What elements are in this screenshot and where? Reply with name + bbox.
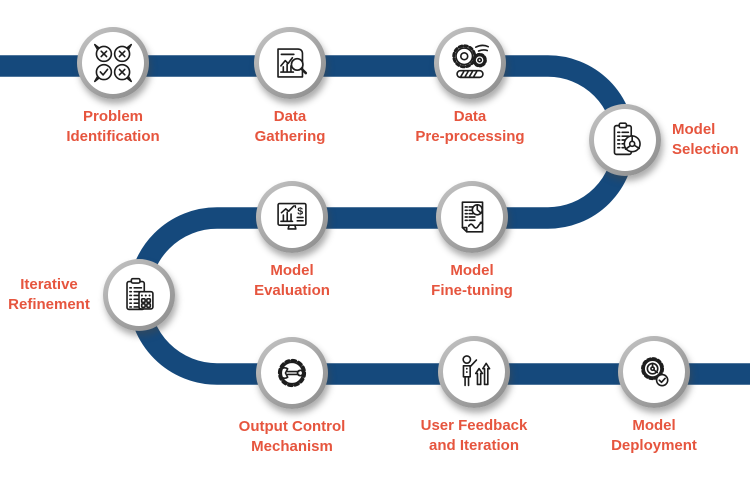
label-line-2: Mechanism (251, 438, 333, 455)
document-chart-magnifier-icon (277, 48, 308, 78)
label-line-2: Fine-tuning (431, 282, 513, 299)
node-circle (438, 336, 510, 408)
label-line-2: Identification (66, 128, 160, 145)
label-line-1: Model (450, 262, 494, 279)
gear-wrench-icon (277, 358, 307, 388)
label-line-2: Gathering (254, 128, 326, 145)
node-circle: $ (256, 181, 328, 253)
node-circle (434, 27, 506, 99)
node-circle-inner (623, 341, 685, 403)
node-label: Model Fine-tuning (382, 261, 562, 301)
clipboard-calculator-icon (126, 277, 154, 311)
label-line-1: Iterative (20, 276, 78, 293)
node-label: Model Deployment (564, 416, 744, 456)
node-circle (436, 181, 508, 253)
label-line-1: User Feedback (420, 417, 528, 434)
node-circle-inner (261, 342, 323, 404)
label-line-2: Deployment (611, 437, 697, 454)
label-line-1: Model (632, 417, 676, 434)
gears-progress-bar-icon (452, 44, 490, 79)
gear-checkmark-icon (641, 357, 669, 387)
label-line-1: Model (270, 262, 314, 279)
label-line-2: Refinement (8, 296, 90, 313)
node-label: Output Control Mechanism (202, 417, 382, 457)
node-label: Data Gathering (200, 107, 380, 147)
label-line-2: and Iteration (428, 437, 519, 454)
node-circle-inner (82, 32, 144, 94)
node-label: Model Evaluation (202, 261, 382, 301)
label-line-2: Pre-processing (415, 128, 525, 145)
node-circle-inner (439, 32, 501, 94)
chat-bubbles-check-icon (93, 43, 133, 83)
node-label: Problem Identification (23, 107, 203, 147)
node-label: Data Pre-processing (380, 107, 560, 147)
clipboard-pie-chart-icon (613, 122, 641, 156)
node-label: Iterative Refinement (0, 275, 124, 315)
monitor-chart-dollar-icon: $ (277, 202, 307, 230)
svg-text:$: $ (297, 206, 303, 218)
node-circle-inner (441, 186, 503, 248)
label-line-1: Output Control (238, 418, 346, 435)
process-path (0, 55, 750, 385)
node-circle (77, 27, 149, 99)
label-line-1: Data (273, 108, 307, 125)
node-circle-inner (594, 109, 656, 171)
node-label: Model Selection (672, 120, 750, 160)
node-circle (254, 27, 326, 99)
node-circle (103, 259, 175, 331)
node-circle-inner (108, 264, 170, 326)
label-line-1: Problem (82, 108, 143, 125)
node-circle-inner: $ (261, 186, 323, 248)
node-circle-inner (259, 32, 321, 94)
node-circle (618, 336, 690, 408)
node-circle (256, 337, 328, 409)
label-line-1: Model (672, 121, 716, 138)
node-circle-inner (443, 341, 505, 403)
person-growth-arrows-icon (462, 355, 491, 387)
report-pie-scribble-icon (461, 201, 484, 233)
node-circle (589, 104, 661, 176)
label-line-1: Data (453, 108, 487, 125)
label-line-2: Selection (672, 141, 739, 158)
label-line-2: Evaluation (254, 282, 330, 299)
node-label: User Feedback and Iteration (384, 416, 564, 456)
